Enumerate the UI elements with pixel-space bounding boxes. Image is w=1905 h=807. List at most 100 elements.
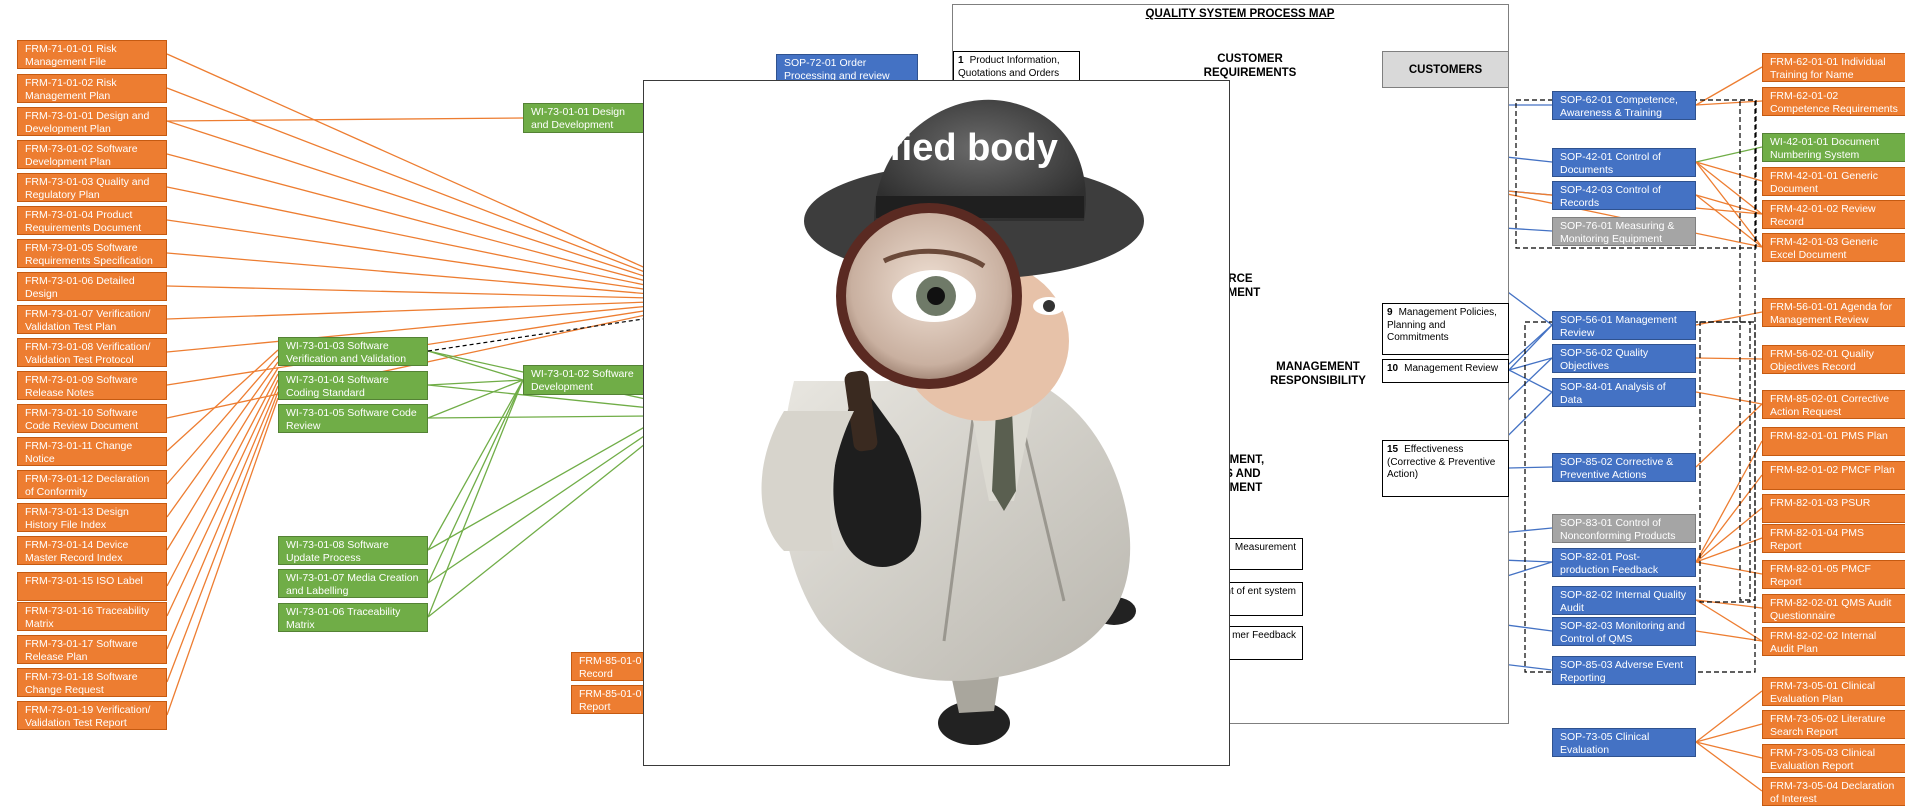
frm-right-item[interactable]: FRM-62-01-01 Individual Training for Nam… [1762,53,1905,82]
frm-left-item[interactable]: FRM-73-01-06 Detailed Design [17,272,167,301]
connector-line [166,349,279,452]
frm-right-item[interactable]: FRM-82-01-02 PMCF Plan [1762,461,1905,490]
frm-left-item[interactable]: FRM-73-01-15 ISO Label [17,572,167,601]
connector-line [427,439,651,618]
frm-right-item[interactable]: FRM-85-02-01 Corrective Action Request [1762,390,1905,419]
connector-line [166,397,279,716]
frm-right-item[interactable]: FRM-73-05-04 Declaration of Interest [1762,777,1905,806]
frm-left-item[interactable]: FRM-73-01-02 Software Development Plan [17,140,167,169]
frm-left-item[interactable]: FRM-73-01-04 Product Requirements Docume… [17,206,167,235]
frm-right-item[interactable]: FRM-82-02-01 QMS Audit Questionnaire [1762,594,1905,623]
frm-left-item[interactable]: FRM-73-01-14 Device Master Record Index [17,536,167,565]
connector-line [166,87,651,275]
wi-item[interactable]: WI-73-01-07 Media Creation and Labelling [278,569,428,598]
connector-line [166,219,651,291]
connector-line [166,153,651,283]
frm-right-item[interactable]: FRM-42-01-01 Generic Document [1762,167,1905,196]
connector-line [166,305,651,353]
wi-item[interactable]: WI-73-01-06 Traceability Matrix [278,603,428,632]
frm-right-item[interactable]: FRM-73-05-02 Literature Search Report [1762,710,1905,739]
frm-left-item[interactable]: FRM-73-01-05 Software Requirements Speci… [17,239,167,268]
process-label: Management Review [1404,363,1499,374]
frm-right-item[interactable]: FRM-56-02-01 Quality Objectives Record [1762,345,1905,374]
frm-right-item[interactable]: FRM-73-05-03 Clinical Evaluation Report [1762,744,1905,773]
frm-right-item[interactable]: FRM-56-01-01 Agenda for Management Revie… [1762,298,1905,327]
frm-85-01-report[interactable]: FRM-85-01-0 Report [571,685,655,714]
connector-line [1695,194,1763,248]
connector-line [1695,161,1763,182]
wi-software-development[interactable]: WI-73-01-02 Software Development [523,365,645,395]
sop-item[interactable]: SOP-73-05 Clinical Evaluation [1552,728,1696,757]
connector-line [427,423,651,551]
connector-line [166,285,651,299]
process-map-title: QUALITY SYSTEM PROCESS MAP [1145,8,1335,20]
frm-left-item[interactable]: FRM-73-01-10 Software Code Review Docume… [17,404,167,433]
frm-left-item[interactable]: FRM-73-01-03 Quality and Regulatory Plan [17,173,167,202]
connector-line [1695,741,1763,792]
wi-item[interactable]: WI-73-01-04 Software Coding Standard [278,371,428,400]
frm-right-item[interactable]: FRM-82-01-01 PMS Plan [1762,427,1905,456]
sop-item[interactable]: SOP-56-02 Quality Objectives [1552,344,1696,373]
frm-right-item[interactable]: FRM-62-01-02 Competence Requirements Mat… [1762,87,1905,116]
connector-line [427,384,651,409]
connector-line [1695,146,1763,163]
sop-order-processing[interactable]: SOP-72-01 Order Processing and review [776,54,918,82]
connector-line [1695,403,1763,468]
sop-item[interactable]: SOP-83-01 Control of Nonconforming Produ… [1552,514,1696,543]
frm-left-item[interactable]: FRM-73-01-18 Software Change Request [17,668,167,697]
connector-line [166,385,279,650]
sop-item[interactable]: SOP-42-03 Control of Records [1552,181,1696,210]
management-responsibility-label: MANAGEMENT RESPONSIBILITY [1270,361,1366,387]
frm-left-item[interactable]: FRM-73-01-01 Design and Development Plan [17,107,167,136]
sop-item[interactable]: SOP-62-01 Competence, Awareness & Traini… [1552,91,1696,120]
frm-right-item[interactable]: FRM-82-01-03 PSUR [1762,494,1905,523]
frm-right-item[interactable]: FRM-73-05-01 Clinical Evaluation Plan [1762,677,1905,706]
sop-item[interactable]: SOP-82-01 Post-production Feedback [1552,548,1696,577]
frm-left-item[interactable]: FRM-73-01-13 Design History File Index [17,503,167,532]
frm-right-item[interactable]: FRM-42-01-02 Review Record [1762,200,1905,229]
frm-right-item[interactable]: WI-42-01-01 Document Numbering System [1762,133,1905,162]
sop-item[interactable]: SOP-85-02 Corrective & Preventive Action… [1552,453,1696,482]
sop-item[interactable]: SOP-42-01 Control of Documents [1552,148,1696,177]
wi-item[interactable]: WI-73-01-08 Software Update Process [278,536,428,565]
frm-left-item[interactable]: FRM-71-01-01 Risk Management File [17,40,167,69]
process-label: surement of ent system [1192,586,1296,597]
connector-line [166,117,524,122]
connector-line [1695,194,1763,215]
connector-line [166,379,279,617]
frm-left-item[interactable]: FRM-71-01-02 Risk Management Plan [17,74,167,103]
connector-line [1695,440,1763,563]
frm-85-01-record[interactable]: FRM-85-01-0 Record [571,652,655,681]
frm-left-item[interactable]: FRM-73-01-12 Declaration of Conformity [17,470,167,499]
connector-line [1695,741,1763,759]
sop-item[interactable]: SOP-82-02 Internal Quality Audit [1552,586,1696,615]
connector-line [166,252,651,295]
frm-left-item[interactable]: FRM-73-01-11 Change Notice [17,437,167,466]
frm-right-item[interactable]: FRM-82-01-04 PMS Report [1762,524,1905,553]
frm-left-item[interactable]: FRM-73-01-07 Verification/ Validation Te… [17,305,167,334]
process-label: mer Feedback [1232,630,1296,641]
frm-right-item[interactable]: FRM-42-01-03 Generic Excel Document [1762,233,1905,262]
frm-right-item[interactable]: FRM-82-01-05 PMCF Report [1762,560,1905,589]
frm-left-item[interactable]: FRM-73-01-09 Software Release Notes [17,371,167,400]
sop-item[interactable]: SOP-82-03 Monitoring and Control of QMS [1552,617,1696,646]
sop-item[interactable]: SOP-84-01 Analysis of Data [1552,378,1696,407]
frm-right-item[interactable]: FRM-82-02-02 Internal Audit Plan [1762,627,1905,656]
frm-left-item[interactable]: FRM-73-01-17 Software Release Plan [17,635,167,664]
frm-left-item[interactable]: FRM-73-01-16 Traceability Matrix [17,602,167,631]
wi-item[interactable]: WI-73-01-05 Software Code Review [278,404,428,433]
wi-design-development-planning[interactable]: WI-73-01-01 Design and Development Plann… [523,103,645,133]
frm-left-item[interactable]: FRM-73-01-08 Verification/ Validation Te… [17,338,167,367]
frm-left-item[interactable]: FRM-73-01-19 Verification/ Validation Te… [17,701,167,730]
notified-body-caption: Notified body [815,127,1058,169]
connector-line [427,379,524,386]
sop-item[interactable]: SOP-76-01 Measuring & Monitoring Equipme… [1552,217,1696,246]
customers-box[interactable]: CUSTOMERS [1382,51,1509,88]
process-number: 1 [958,55,964,66]
sop-item[interactable]: SOP-85-03 Adverse Event Reporting [1552,656,1696,685]
sop-item[interactable]: SOP-56-01 Management Review [1552,311,1696,340]
wi-item[interactable]: WI-73-01-03 Software Verification and Va… [278,337,428,366]
